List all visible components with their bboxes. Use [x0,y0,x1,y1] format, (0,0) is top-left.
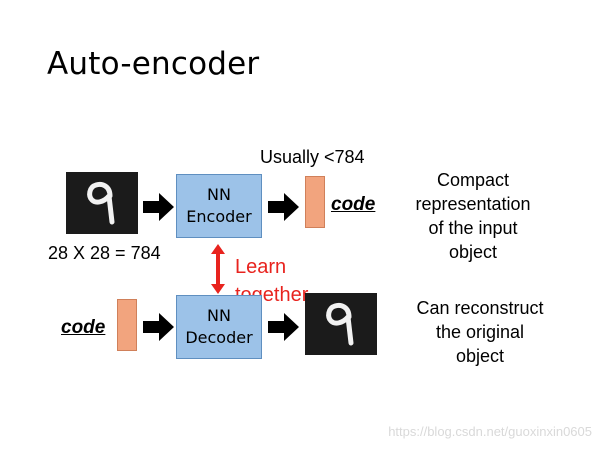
decoder-code-label: code [61,317,106,338]
learn-line1: Learn [235,256,287,278]
decoder-description-line: object [455,346,505,366]
watermark: https://blog.csdn.net/guoxinxin0605 [388,424,592,439]
decoder-box-line2: Decoder [185,328,253,347]
arrow-to-decoder [143,312,175,342]
encoder-code-label: code [331,194,376,215]
encoder-description-line: of the input [428,218,518,238]
encoder-box-line1: NN [207,185,231,204]
encoder-description-line: Compact [436,170,510,190]
encoder-description: Compact representation of the input obje… [408,168,538,264]
encoder-description-line: representation [415,194,531,214]
arrow-to-encoder [143,192,175,222]
encoder-description-line: object [448,242,498,262]
nn-encoder-box: NN Encoder [176,174,262,238]
input-digit-image [66,172,138,234]
digit-nine-glyph [326,302,354,346]
code-dimension-note: Usually <784 [260,147,365,167]
encoder-box-line2: Encoder [186,207,252,226]
decoder-description-line: the original [435,322,525,342]
input-size-label: 28 X 28 = 784 [48,243,161,263]
digit-nine-glyph [87,181,115,225]
decoder-box-line1: NN [207,306,231,325]
decoder-description: Can reconstruct the original object [402,296,558,368]
learn-together-double-arrow [210,244,226,294]
arrow-to-output [268,312,300,342]
slide-title: Auto-encoder [47,46,260,82]
arrow-to-code [268,192,300,222]
encoder-code-bar [305,176,325,228]
reconstructed-digit-image [305,293,377,355]
nn-decoder-box: NN Decoder [176,295,262,359]
decoder-code-bar [117,299,137,351]
decoder-description-line: Can reconstruct [416,298,544,318]
